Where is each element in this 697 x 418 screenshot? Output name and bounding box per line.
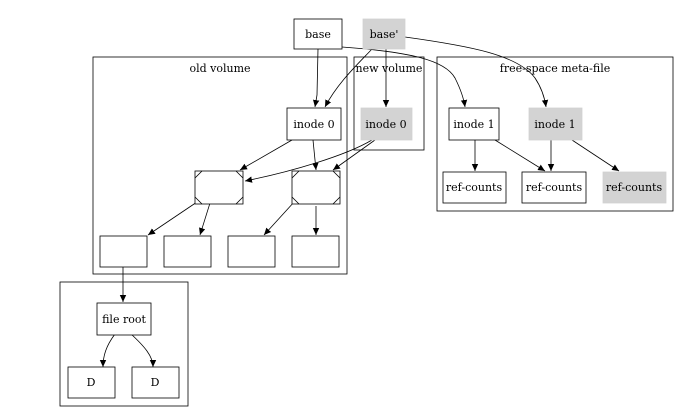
svg-text:inode 1: inode 1 (534, 118, 575, 131)
edge-baseprime-inode1-new (404, 36, 549, 108)
node-refcounts-1: ref-counts (442, 171, 507, 204)
edge-inode0-old-right-indirect (312, 139, 319, 171)
cluster-new-volume-label: new volume (356, 62, 423, 75)
edge-inode1-old-refcounts2 (494, 139, 546, 172)
edge-inode0-new-left-indirect (244, 139, 373, 183)
svg-text:base: base (305, 28, 331, 41)
svg-text:D: D (151, 376, 160, 389)
node-inode0-new: inode 0 (360, 107, 413, 141)
svg-text:inode 0: inode 0 (293, 118, 334, 131)
node-indirect-right (291, 170, 341, 205)
edge-base-freespace-inode1 (341, 46, 468, 108)
node-d-right: D (131, 366, 180, 399)
edges (99, 36, 620, 368)
cluster-old-volume: old volume (92, 56, 348, 275)
edge-inode0-old-left-indirect (239, 139, 293, 171)
node-refcounts-3: ref-counts (602, 171, 667, 204)
node-leaf-1 (99, 235, 148, 268)
edge-left-indirect-leaf2 (199, 202, 211, 236)
node-file-root: file root (96, 302, 152, 336)
node-base: base (293, 18, 343, 50)
svg-text:ref-counts: ref-counts (526, 181, 583, 194)
svg-text:D: D (87, 376, 96, 389)
cluster-free-space-meta-file: free-space meta-file (436, 56, 674, 212)
node-inode1-old: inode 1 (448, 107, 500, 141)
cluster-new-volume: new volume (353, 56, 425, 151)
cluster-old-volume-label: old volume (189, 62, 250, 75)
svg-text:ref-counts: ref-counts (446, 181, 503, 194)
cluster-file-tree (59, 281, 189, 407)
edge-right-indirect-leaf3 (263, 200, 296, 236)
svg-text:ref-counts: ref-counts (606, 181, 663, 194)
edge-baseprime-inode0-old (324, 48, 373, 108)
node-refcounts-2: ref-counts (521, 171, 587, 204)
edge-base-inode0-old (312, 48, 320, 108)
node-inode0-old: inode 0 (286, 107, 342, 141)
edge-left-indirect-leaf1 (147, 199, 201, 236)
node-inode1-new: inode 1 (528, 107, 583, 141)
cluster-free-space-label: free-space meta-file (500, 62, 610, 75)
node-leaf-2 (163, 235, 212, 268)
node-leaf-3 (227, 235, 276, 268)
node-d-left: D (67, 366, 116, 399)
edge-file-root-d-left (99, 333, 116, 368)
edge-inode0-new-right-indirect (332, 139, 376, 171)
node-base-prime: base' (362, 18, 406, 50)
node-indirect-left (194, 170, 244, 205)
node-leaf-4 (291, 235, 340, 268)
svg-text:base': base' (370, 28, 399, 41)
svg-text:inode 0: inode 0 (365, 118, 406, 131)
edge-inode1-new-refcounts3 (571, 139, 620, 172)
svg-text:inode 1: inode 1 (453, 118, 494, 131)
svg-text:file root: file root (102, 313, 146, 326)
edge-file-root-d-right (130, 333, 157, 368)
